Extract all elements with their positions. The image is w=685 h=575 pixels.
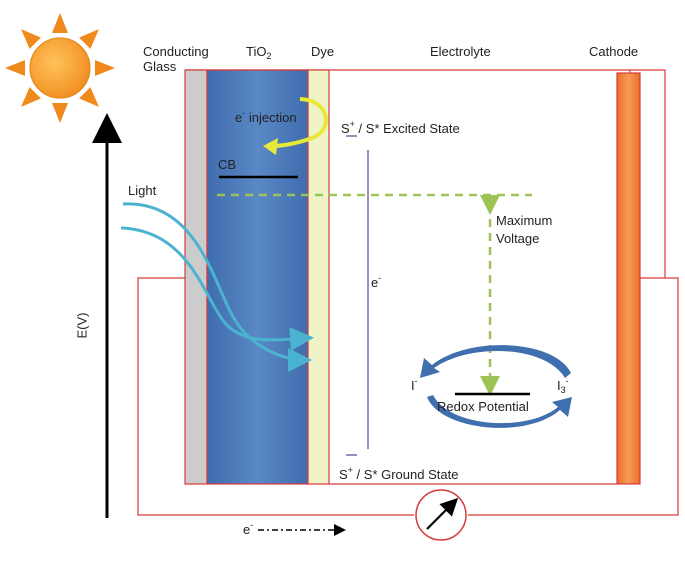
triiodide-sup: - xyxy=(565,376,569,386)
dye-layer xyxy=(307,69,330,485)
label-electron: e- xyxy=(371,271,381,290)
excited-text: / S* Excited State xyxy=(354,121,460,136)
electron-e: e xyxy=(371,275,379,290)
label-bottom-electron: e- xyxy=(243,518,253,537)
cathode-layer xyxy=(616,72,641,485)
ammeter-icon xyxy=(415,489,467,541)
bottom-e: e xyxy=(243,522,251,537)
redox-cycle-arrows xyxy=(420,345,572,428)
ground-text: / S* Ground State xyxy=(352,467,459,482)
triiodide-sub: 3 xyxy=(560,385,566,395)
iodide-sup: - xyxy=(414,376,418,386)
triiodide-text: I xyxy=(557,378,561,393)
cell-top-wire xyxy=(185,69,666,278)
iodide-text: I xyxy=(411,378,415,393)
label-cb: CB xyxy=(218,157,237,172)
label-maximum-voltage: Maximum Voltage xyxy=(496,213,552,246)
tio2-subscript: 2 xyxy=(266,51,272,61)
sun-icon xyxy=(5,13,115,123)
bottom-e-sup: - xyxy=(250,520,254,530)
label-e-injection: e- injection xyxy=(235,106,297,125)
label-excited-state: S+ / S* Excited State xyxy=(341,117,460,136)
tio2-text: TiO xyxy=(246,44,267,59)
label-cathode: Cathode xyxy=(589,44,639,59)
conducting-glass-line2: Glass xyxy=(143,59,177,74)
label-dye: Dye xyxy=(311,44,335,59)
maximum-voltage-line1: Maximum xyxy=(496,213,553,228)
excited-s: S xyxy=(341,121,350,136)
label-redox-potential: Redox Potential xyxy=(437,399,529,414)
light-arrow-1 xyxy=(122,202,312,372)
tio2-layer xyxy=(206,69,309,485)
electron-sup: - xyxy=(378,273,382,283)
circuit-wire xyxy=(137,277,679,516)
light-arrow-2 xyxy=(120,226,314,352)
ground-sup: + xyxy=(347,465,353,475)
label-triiodide: I3- xyxy=(557,374,569,398)
ground-s: S xyxy=(339,467,348,482)
label-iodide: I- xyxy=(411,374,418,393)
label-conducting-glass: Conducting Glass xyxy=(143,44,209,74)
label-light: Light xyxy=(128,183,157,198)
label-ground-state: S+ / S* Ground State xyxy=(339,463,458,482)
maximum-voltage-line2: Voltage xyxy=(496,231,540,246)
label-ev-axis: E(V) xyxy=(74,312,90,339)
e-injection-text: injection xyxy=(245,110,297,125)
injection-arrow xyxy=(263,97,328,155)
label-electrolyte: Electrolyte xyxy=(430,44,491,59)
conducting-glass-line1: Conducting xyxy=(143,44,209,59)
e-injection-sup: - xyxy=(242,108,246,118)
label-tio2: TiO2 xyxy=(246,44,271,64)
excited-sup: + xyxy=(349,119,355,129)
e-injection-e: e xyxy=(235,110,243,125)
